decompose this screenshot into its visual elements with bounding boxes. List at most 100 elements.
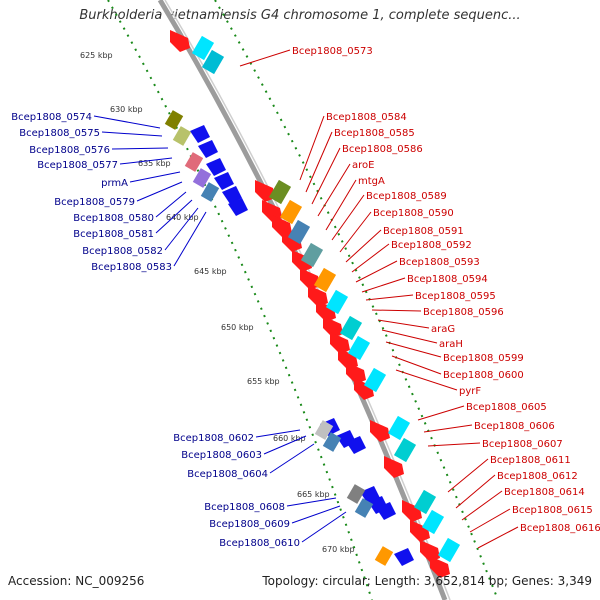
- gene-label-forward[interactable]: mtgA: [358, 176, 385, 187]
- gene-label-forward[interactable]: Bcep1808_0600: [443, 370, 524, 381]
- gene-label-reverse[interactable]: Bcep1808_0603: [181, 450, 262, 461]
- gene-label-forward[interactable]: Bcep1808_0595: [415, 291, 496, 302]
- cog-box-forward[interactable]: [201, 49, 225, 75]
- gene-label-forward[interactable]: Bcep1808_0585: [334, 128, 415, 139]
- gene-label-forward[interactable]: Bcep1808_0605: [466, 402, 547, 413]
- gene-label-forward[interactable]: Bcep1808_0573: [292, 46, 373, 57]
- gene-arrow-forward[interactable]: [282, 230, 302, 252]
- gene-label-forward[interactable]: araG: [431, 324, 455, 335]
- gene-label-forward[interactable]: Bcep1808_0614: [504, 487, 585, 498]
- cog-box-forward[interactable]: [393, 437, 417, 463]
- gene-arrow-reverse[interactable]: [190, 125, 210, 143]
- gene-label-reverse[interactable]: Bcep1808_0579: [54, 197, 135, 208]
- cog-box-reverse[interactable]: [164, 110, 184, 130]
- cog-box-forward[interactable]: [191, 35, 215, 61]
- cog-box-forward[interactable]: [421, 509, 445, 535]
- gene-label-reverse[interactable]: Bcep1808_0610: [219, 538, 300, 549]
- gene-label-forward[interactable]: Bcep1808_0594: [407, 274, 488, 285]
- cog-box-reverse[interactable]: [172, 126, 192, 146]
- gene-arrow-forward[interactable]: [272, 215, 292, 237]
- gene-label-reverse[interactable]: Bcep1808_0577: [37, 160, 118, 171]
- cog-box-forward[interactable]: [313, 267, 337, 293]
- gene-arrow-reverse[interactable]: [346, 436, 366, 454]
- gene-label-forward[interactable]: Bcep1808_0589: [366, 191, 447, 202]
- cog-box-forward[interactable]: [347, 335, 371, 361]
- gene-label-reverse[interactable]: Bcep1808_0602: [173, 433, 254, 444]
- gene-arrow-forward[interactable]: [262, 200, 282, 222]
- gene-arrow-forward[interactable]: [323, 316, 343, 338]
- cog-box-forward[interactable]: [279, 199, 303, 225]
- gene-arrow-forward[interactable]: [420, 540, 440, 562]
- gene-label-forward[interactable]: Bcep1808_0591: [383, 226, 464, 237]
- gene-arrow-reverse[interactable]: [228, 198, 248, 216]
- cog-box-forward[interactable]: [437, 537, 461, 563]
- gene-arrow-forward[interactable]: [384, 456, 404, 478]
- gene-label-forward[interactable]: Bcep1808_0596: [423, 307, 504, 318]
- gene-label-forward[interactable]: Bcep1808_0584: [326, 112, 407, 123]
- gene-arrow-forward[interactable]: [338, 348, 358, 370]
- gene-label-reverse[interactable]: Bcep1808_0576: [29, 145, 110, 156]
- cog-box-forward[interactable]: [363, 367, 387, 393]
- cog-box-reverse[interactable]: [184, 152, 204, 172]
- gene-label-forward[interactable]: pyrF: [459, 386, 481, 397]
- gene-arrow-reverse[interactable]: [214, 172, 234, 190]
- gene-label-reverse[interactable]: Bcep1808_0580: [73, 213, 154, 224]
- gene-arrow-forward[interactable]: [308, 285, 328, 307]
- cog-box-forward[interactable]: [300, 242, 324, 268]
- gene-arrow-forward[interactable]: [370, 420, 390, 442]
- gene-label-reverse[interactable]: prmA: [101, 178, 128, 189]
- gene-label-forward[interactable]: Bcep1808_0607: [482, 439, 563, 450]
- gene-label-reverse[interactable]: Bcep1808_0583: [91, 262, 172, 273]
- leader-line: [155, 199, 193, 234]
- cog-box-reverse[interactable]: [346, 484, 366, 504]
- gene-arrow-forward[interactable]: [330, 332, 350, 354]
- cog-box-forward[interactable]: [413, 489, 437, 515]
- gene-arrow-reverse[interactable]: [394, 548, 414, 566]
- gene-label-reverse[interactable]: Bcep1808_0574: [11, 112, 92, 123]
- gene-arrow-reverse[interactable]: [376, 502, 396, 520]
- cog-box-forward[interactable]: [268, 179, 292, 205]
- cog-box-forward[interactable]: [387, 415, 411, 441]
- gene-label-forward[interactable]: aroE: [352, 160, 374, 171]
- leader-line: [255, 429, 301, 438]
- gene-label-forward[interactable]: Bcep1808_0612: [497, 471, 578, 482]
- gene-label-forward[interactable]: Bcep1808_0615: [512, 505, 593, 516]
- gene-label-reverse[interactable]: Bcep1808_0604: [187, 469, 268, 480]
- gene-arrow-forward[interactable]: [354, 378, 374, 400]
- cog-box-reverse[interactable]: [200, 182, 220, 202]
- cog-box-reverse[interactable]: [354, 498, 374, 518]
- cog-box-reverse[interactable]: [314, 420, 334, 440]
- gene-arrow-forward[interactable]: [410, 520, 430, 542]
- gene-label-reverse[interactable]: Bcep1808_0608: [204, 502, 285, 513]
- cog-box-reverse[interactable]: [322, 432, 342, 452]
- gene-arrow-forward[interactable]: [316, 300, 336, 322]
- gene-label-forward[interactable]: Bcep1808_0599: [443, 353, 524, 364]
- gene-label-forward[interactable]: Bcep1808_0606: [474, 421, 555, 432]
- cog-box-forward[interactable]: [325, 289, 349, 315]
- gene-arrow-forward[interactable]: [430, 556, 450, 578]
- gene-arrow-reverse[interactable]: [206, 158, 226, 176]
- cog-box-forward[interactable]: [339, 315, 363, 341]
- cog-box-reverse[interactable]: [192, 168, 212, 188]
- gene-arrow-forward[interactable]: [346, 362, 366, 384]
- leader-line: [311, 147, 341, 205]
- gene-arrow-reverse[interactable]: [198, 140, 218, 158]
- gene-label-reverse[interactable]: Bcep1808_0609: [209, 519, 290, 530]
- gene-label-forward[interactable]: araH: [439, 339, 463, 350]
- gene-label-forward[interactable]: Bcep1808_0592: [391, 240, 472, 251]
- leader-line: [345, 229, 382, 263]
- gene-arrow-reverse[interactable]: [222, 186, 242, 204]
- cog-box-forward[interactable]: [287, 219, 311, 245]
- gene-label-forward[interactable]: Bcep1808_0590: [373, 208, 454, 219]
- gene-label-forward[interactable]: Bcep1808_0586: [342, 144, 423, 155]
- gene-arrow-forward[interactable]: [170, 30, 190, 52]
- gene-label-forward[interactable]: Bcep1808_0616: [520, 523, 600, 534]
- gene-label-reverse[interactable]: Bcep1808_0582: [82, 246, 163, 257]
- gene-arrow-forward[interactable]: [402, 500, 422, 522]
- gene-label-reverse[interactable]: Bcep1808_0575: [19, 128, 100, 139]
- gene-label-forward[interactable]: Bcep1808_0593: [399, 257, 480, 268]
- gene-arrow-forward[interactable]: [292, 250, 312, 272]
- cog-box-reverse[interactable]: [374, 546, 394, 566]
- gene-label-forward[interactable]: Bcep1808_0611: [490, 455, 571, 466]
- gene-label-reverse[interactable]: Bcep1808_0581: [73, 229, 154, 240]
